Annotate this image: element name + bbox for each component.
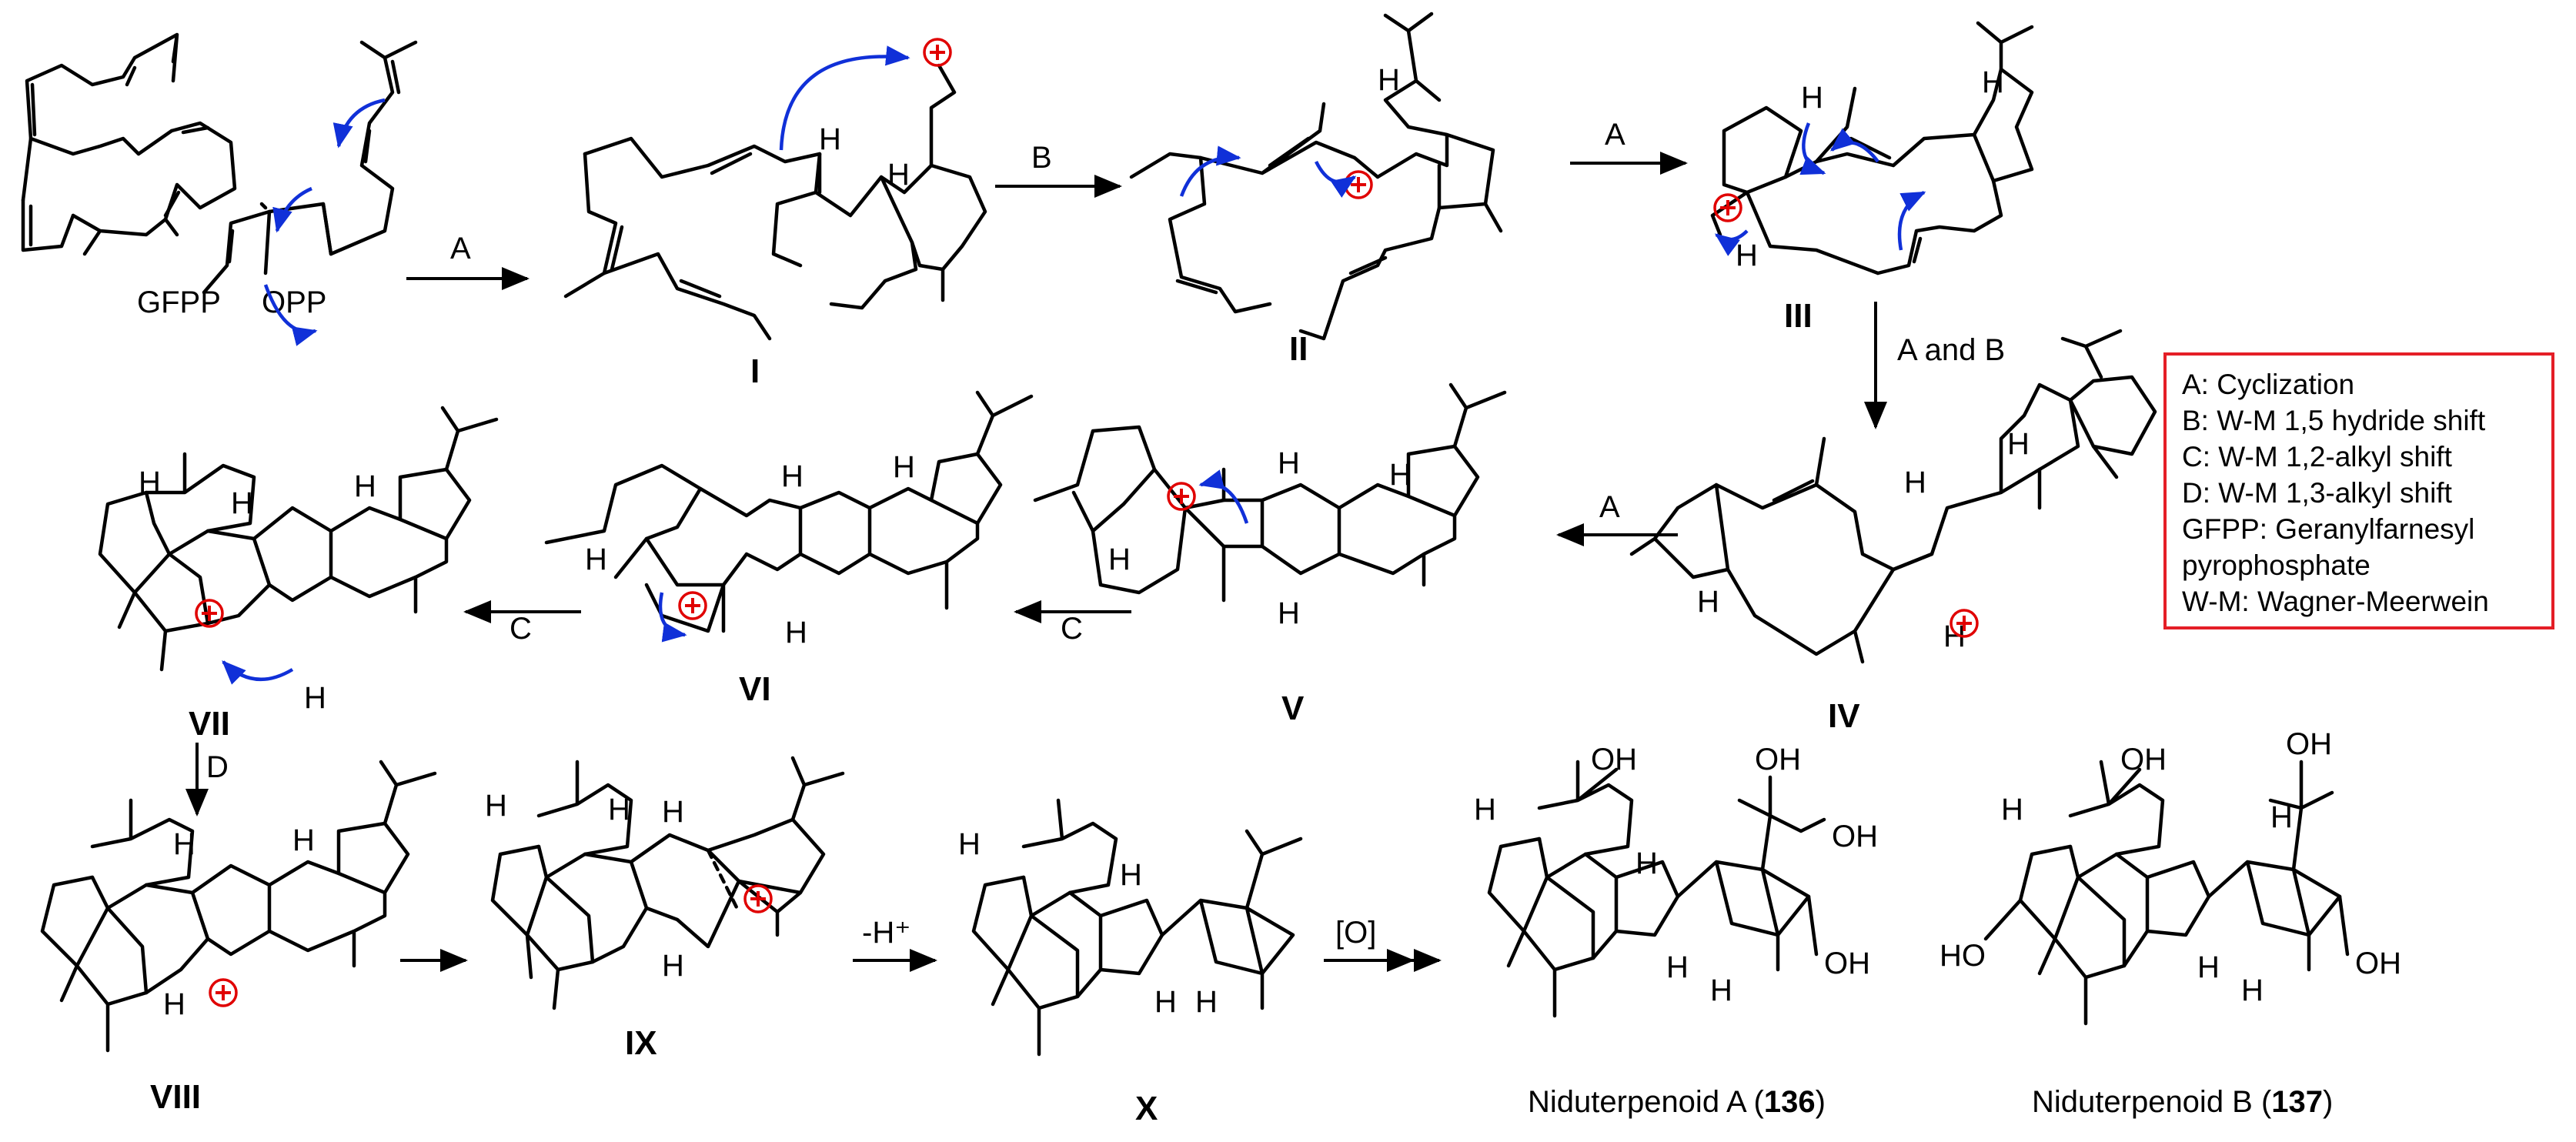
h-label: H: [958, 827, 981, 861]
h-label: H: [304, 681, 326, 715]
h-label: H: [2197, 950, 2220, 984]
step-ab-label: A and B: [1897, 333, 2005, 367]
h-label: H: [893, 450, 915, 484]
compound-label-vii: VII: [189, 705, 230, 743]
step-d-label: D: [206, 750, 229, 784]
h-label: H: [1635, 846, 1658, 880]
h-label: H: [781, 459, 804, 493]
legend-box: A: Cyclization B: W-M 1,5 hydride shift …: [2163, 352, 2554, 629]
h-label: H: [1666, 950, 1689, 984]
h-label: H: [1108, 543, 1131, 576]
step-c1-label: C: [1061, 612, 1083, 646]
step-a1-label: A: [450, 232, 471, 265]
h-label: H: [292, 823, 315, 857]
h-label: H: [1710, 973, 1732, 1007]
step-oxidation-label: [O]: [1335, 916, 1376, 950]
legend-item: C: W-M 1,2-alkyl shift: [2182, 441, 2452, 472]
legend-item: D: W-M 1,3-alkyl shift: [2182, 477, 2452, 509]
h-label: H: [173, 827, 195, 861]
h-label: H: [1801, 81, 1823, 115]
h-label: H: [585, 543, 607, 576]
h-label: H: [1389, 458, 1412, 492]
oh-label: OH: [1591, 743, 1637, 776]
h-label: H: [819, 122, 841, 156]
molecule-niduterpenoid-b: OH OH OH HO H H H H Niduterpenoid B (137…: [1940, 727, 2401, 1119]
step-b1-label: B: [1031, 141, 1052, 175]
oh-label: OH: [1755, 743, 1801, 776]
h-label: H: [1697, 585, 1719, 619]
h-label: H: [2007, 427, 2030, 461]
h-label: H: [1195, 985, 1218, 1019]
h-label: H: [608, 793, 630, 826]
step-deprotonation-label: -H⁺: [862, 916, 910, 950]
legend-item: A: Cyclization: [2182, 369, 2355, 400]
h-label: H: [1904, 466, 1926, 499]
molecule-vii: H H H H VII: [98, 406, 499, 743]
molecule-v: H H H H V: [1033, 382, 1507, 727]
step-a3-label: A: [1599, 490, 1620, 524]
oh-label: OH: [2286, 727, 2332, 761]
oh-label: OH: [1824, 947, 1870, 980]
molecule-x: H H H H X: [958, 798, 1303, 1127]
compound-label-iii: III: [1784, 297, 1813, 335]
oh-label: OH: [1832, 820, 1878, 853]
legend-item: B: W-M 1,5 hydride shift: [2182, 405, 2486, 436]
molecule-vi: H H H H VI: [544, 390, 1034, 708]
h-label: H: [785, 616, 807, 649]
h-label: H: [163, 987, 185, 1021]
step-a2-label: A: [1605, 118, 1625, 152]
molecule-iii: H H H III: [1710, 21, 2034, 335]
h-label: H: [1120, 858, 1142, 892]
molecule-iv: H H H H IV: [1629, 329, 2157, 735]
molecule-niduterpenoid-a: OH OH OH OH H H H H Niduterpenoid A (136…: [1474, 743, 1878, 1119]
product-label-b: Niduterpenoid B (137): [2032, 1085, 2333, 1119]
h-label: H: [2001, 793, 2023, 826]
h-label: H: [1474, 793, 1496, 826]
compound-label-viii: VIII: [150, 1078, 201, 1116]
molecule-i: H H I: [563, 38, 987, 390]
h-label: H: [1378, 63, 1400, 97]
gfpp-label: GFPP: [137, 286, 221, 319]
h-label: H: [1736, 239, 1758, 272]
product-label-a: Niduterpenoid A (136): [1528, 1085, 1826, 1119]
compound-label-ii: II: [1289, 330, 1308, 368]
h-label: H: [139, 466, 161, 499]
molecule-ii: H II: [1129, 12, 1503, 368]
ho-label: HO: [1940, 939, 1986, 973]
h-label: H: [1278, 446, 1300, 480]
h-label: H: [662, 795, 684, 829]
h-label: H: [1278, 596, 1300, 630]
h-label: H: [354, 469, 376, 503]
h-label: H: [2270, 800, 2293, 834]
h-label: H: [662, 949, 684, 983]
h-label: H: [485, 789, 507, 823]
step-c2-label: C: [510, 612, 532, 646]
compound-label-iv: IV: [1828, 697, 1860, 735]
molecule-gfpp: OPP GFPP: [21, 32, 418, 346]
compound-label-x: X: [1135, 1090, 1158, 1127]
compound-label-vi: VI: [739, 670, 771, 708]
h-label: H: [1982, 65, 2004, 99]
oh-label: OH: [2355, 947, 2401, 980]
legend-item: W-M: Wagner-Meerwein: [2182, 586, 2489, 617]
h-label: H: [1154, 985, 1177, 1019]
legend-item: GFPP: Geranylfarnesyl: [2182, 513, 2475, 545]
molecule-ix: H H H H IX: [485, 756, 845, 1062]
compound-label-v: V: [1281, 690, 1305, 727]
oh-label: OH: [2120, 743, 2167, 776]
compound-label-ix: IX: [625, 1024, 657, 1062]
legend-item: pyrophosphate: [2182, 549, 2371, 581]
h-label: H: [231, 486, 253, 520]
h-label: H: [2241, 973, 2264, 1007]
h-label: H: [887, 158, 910, 192]
compound-label-i: I: [750, 352, 760, 390]
molecule-viii: H H H VIII: [40, 760, 437, 1116]
